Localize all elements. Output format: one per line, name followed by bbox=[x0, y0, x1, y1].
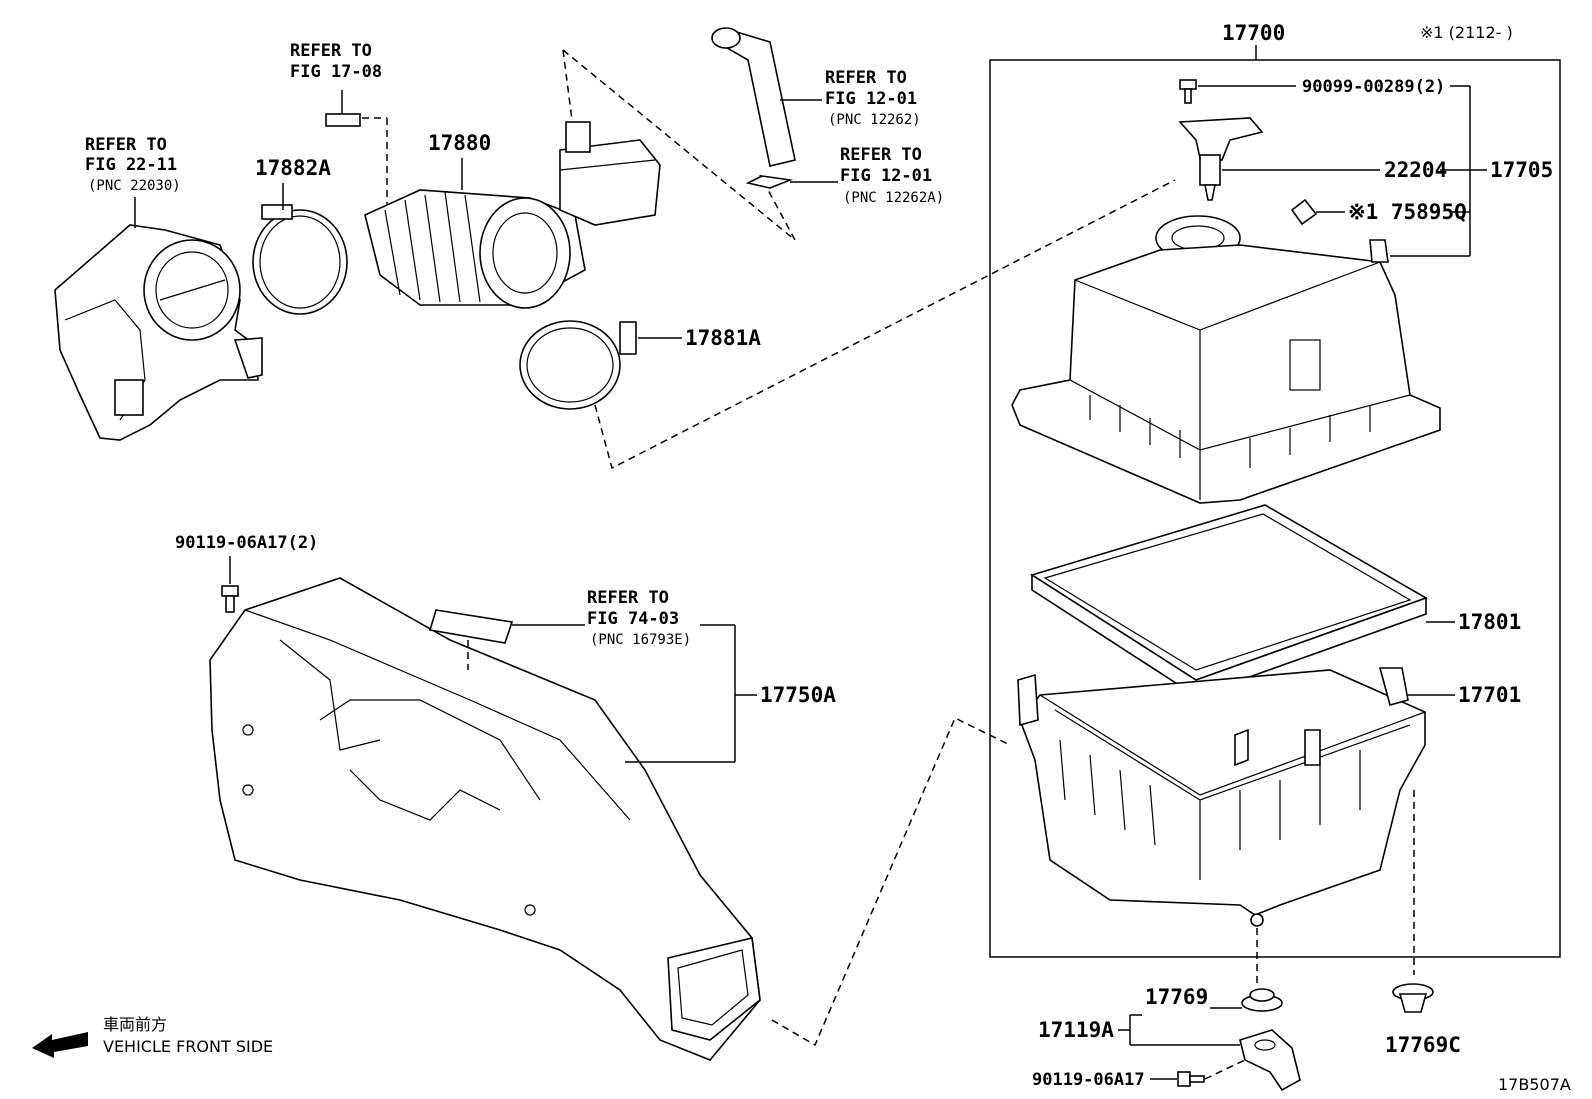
label-17882A[interactable]: 17882A bbox=[255, 156, 331, 180]
ref-74-03-line1[interactable]: REFER TO bbox=[587, 588, 669, 608]
ref-22-11-pnc: (PNC 22030) bbox=[88, 178, 181, 194]
clamp-17882A bbox=[252, 204, 348, 315]
air-cleaner-case-17701 bbox=[1017, 667, 1426, 927]
label-22204[interactable]: 22204 bbox=[1384, 158, 1447, 182]
label-17700[interactable]: 17700 bbox=[1222, 21, 1285, 45]
label-90099-00289[interactable]: 90099-00289(2) bbox=[1302, 77, 1445, 97]
ref-74-03-line2[interactable]: FIG 74-03 bbox=[587, 609, 679, 629]
ref-12-01b-pnc: (PNC 12262A) bbox=[843, 190, 944, 206]
ref-17-08-line2[interactable]: FIG 17-08 bbox=[290, 62, 382, 82]
ref-74-03-pnc: (PNC 16793E) bbox=[590, 632, 691, 648]
drain-valve-17769 bbox=[1241, 988, 1283, 1012]
bolt-90099-icon bbox=[1179, 79, 1197, 104]
label-17769[interactable]: 17769 bbox=[1145, 985, 1208, 1009]
label-17701[interactable]: 17701 bbox=[1458, 683, 1521, 707]
front-side-jp: 車両前方 bbox=[103, 1015, 167, 1034]
hose-clip bbox=[745, 175, 794, 189]
ref-22-11-line2[interactable]: FIG 22-11 bbox=[85, 155, 177, 175]
air-inlet-duct-17750A bbox=[209, 577, 761, 1061]
intake-hose-17880 bbox=[364, 121, 661, 309]
air-filter-17801 bbox=[1030, 504, 1428, 697]
airflow-sensor-22204 bbox=[1178, 117, 1264, 201]
ref-12-01b-line2[interactable]: FIG 12-01 bbox=[840, 166, 932, 186]
throttle-body bbox=[54, 224, 263, 441]
label-17801[interactable]: 17801 bbox=[1458, 610, 1521, 634]
air-cleaner-cap bbox=[1011, 215, 1441, 504]
bolt-90119-icon bbox=[1177, 1071, 1205, 1087]
label-17881A[interactable]: 17881A bbox=[685, 326, 761, 350]
drain-valve-17769C bbox=[1392, 983, 1434, 1013]
label-17750A[interactable]: 17750A bbox=[760, 683, 836, 707]
label-17769C[interactable]: 17769C bbox=[1385, 1033, 1461, 1057]
vacuum-pipe bbox=[325, 113, 361, 127]
label-17119A[interactable]: 17119A bbox=[1038, 1018, 1114, 1042]
duct-label-plate bbox=[428, 609, 514, 644]
ref-22-11-line1[interactable]: REFER TO bbox=[85, 135, 167, 155]
ref-12-01a-line1[interactable]: REFER TO bbox=[825, 68, 907, 88]
bracket-17119A bbox=[1239, 1029, 1301, 1092]
ref-17-08-line1[interactable]: REFER TO bbox=[290, 41, 372, 61]
ref-12-01a-line2[interactable]: FIG 12-01 bbox=[825, 89, 917, 109]
bolt-90119-x2-icon bbox=[221, 585, 239, 613]
diagram-code: 17B507A bbox=[1498, 1075, 1571, 1094]
label-75895Q[interactable]: ※1 75895Q bbox=[1348, 200, 1467, 224]
front-side-en: VEHICLE FRONT SIDE bbox=[103, 1037, 273, 1056]
breather-hose bbox=[711, 27, 796, 167]
front-arrow-icon bbox=[32, 1032, 88, 1058]
label-17705[interactable]: 17705 bbox=[1490, 158, 1553, 182]
ref-12-01b-line1[interactable]: REFER TO bbox=[840, 145, 922, 165]
label-plate-75895Q bbox=[1290, 198, 1318, 226]
note-top-right: ※1 (2112- ) bbox=[1420, 23, 1513, 42]
assembly-frame-17700 bbox=[989, 59, 1561, 958]
label-90119-06A17-x2[interactable]: 90119-06A17(2) bbox=[175, 533, 318, 553]
ref-12-01a-pnc: (PNC 12262) bbox=[828, 112, 921, 128]
label-90119-06A17-single[interactable]: 90119-06A17 bbox=[1032, 1070, 1145, 1090]
clamp-17881A bbox=[519, 320, 637, 410]
label-17880[interactable]: 17880 bbox=[428, 131, 491, 155]
